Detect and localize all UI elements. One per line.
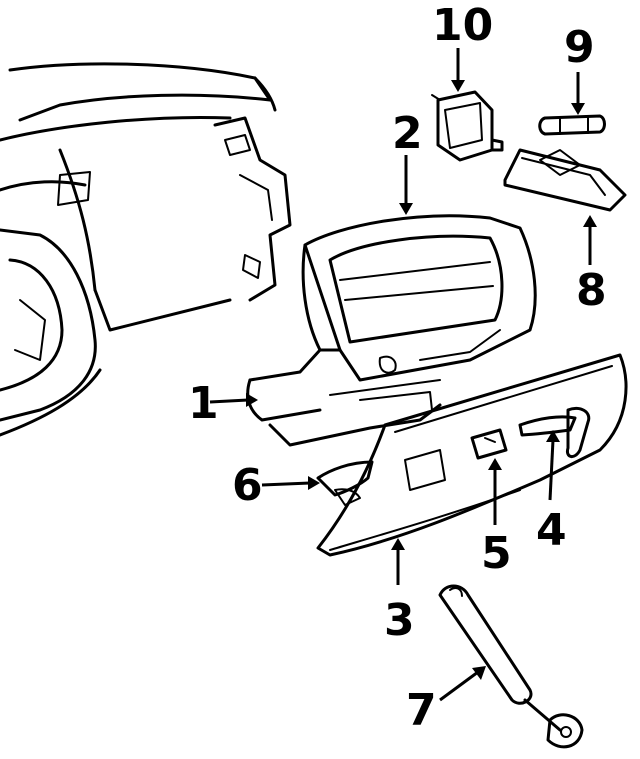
- callout-8: 8: [576, 265, 607, 316]
- switch-drawing: [431, 90, 504, 162]
- callout-1: 1: [188, 378, 219, 429]
- instrument-panel-drawing: [0, 62, 292, 437]
- callout-2: 2: [392, 108, 423, 159]
- callout-arrows: [209, 48, 597, 702]
- callout-6: 6: [232, 460, 263, 511]
- glove-box-liner-drawing: [246, 214, 537, 447]
- damper-drawing: [438, 584, 584, 749]
- callout-7: 7: [406, 685, 437, 736]
- lock-cylinder-drawing: [470, 428, 508, 460]
- lamp-housing-drawing: [503, 148, 627, 212]
- latch-handle-drawing: [518, 406, 591, 458]
- bulb-drawing: [538, 114, 606, 136]
- glove-box-door-drawing: [316, 353, 628, 557]
- callout-5: 5: [481, 528, 512, 579]
- callout-labels: 1 2 3 4 5 6 7 8 9 10: [188, 0, 607, 736]
- callout-10: 10: [432, 0, 493, 51]
- callout-9: 9: [564, 22, 595, 73]
- callout-3: 3: [384, 595, 415, 646]
- bumper-drawing: [316, 460, 374, 506]
- callout-4: 4: [536, 505, 567, 556]
